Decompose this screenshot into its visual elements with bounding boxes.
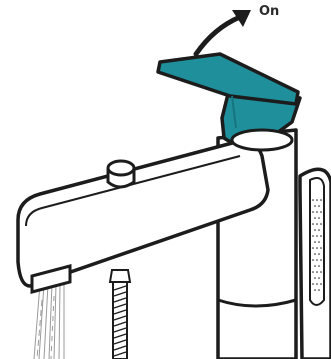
braided-hose-icon [110,270,130,359]
hand-shower-icon [300,169,331,359]
curved-arrow-icon [196,10,251,54]
diverter-knob-icon [108,161,134,187]
water-spray-icon [34,284,64,359]
lever-handle-icon [158,54,300,150]
on-direction-label: On [259,4,279,19]
